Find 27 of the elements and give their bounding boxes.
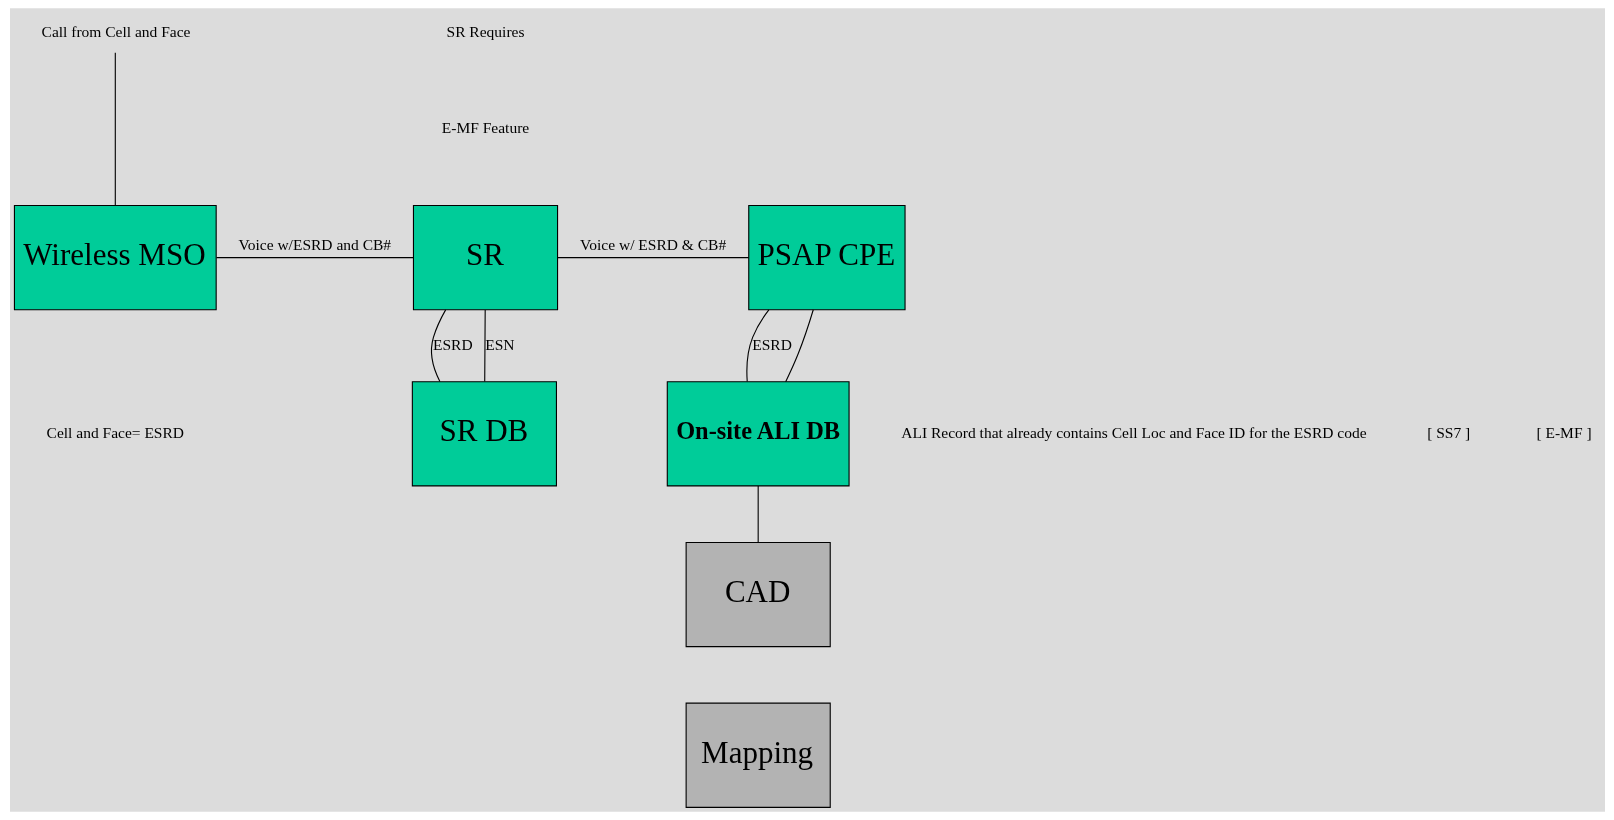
edge-label: ESN [484,335,515,353]
node-box: SR [412,204,558,311]
label: E-MF Feature [441,119,529,137]
node-box: On-site ALI DB [666,381,850,487]
label: Cell and Face= ESRD [46,423,184,441]
connector [483,309,486,383]
connector [784,309,814,383]
connector [215,257,414,259]
edge-label: Voice w/ ESRD & CB# [579,236,726,254]
node-box: SR DB [411,381,557,487]
node-box: CAD [685,541,831,648]
edge-label: Voice w/ESRD and CB# [238,236,391,254]
node-box: Mapping [685,702,831,808]
node-text: Call from Cell and Face [41,22,191,40]
connector [556,257,749,259]
connector [114,52,116,206]
edge-label: ESRD [432,335,473,353]
connector [745,309,769,382]
label: [ SS7 ] [1426,423,1470,441]
label: ALI Record that already contains Cell Loc and Face ID for the ESRD code [900,423,1367,441]
label: [ E-MF ] [1535,423,1592,441]
node-box: PSAP CPE [747,204,906,311]
connector [430,309,446,382]
label: SR Requires [446,22,524,40]
connector [757,485,759,543]
node-box: Wireless MSO [13,204,217,311]
edge-label: ESRD [751,335,792,353]
